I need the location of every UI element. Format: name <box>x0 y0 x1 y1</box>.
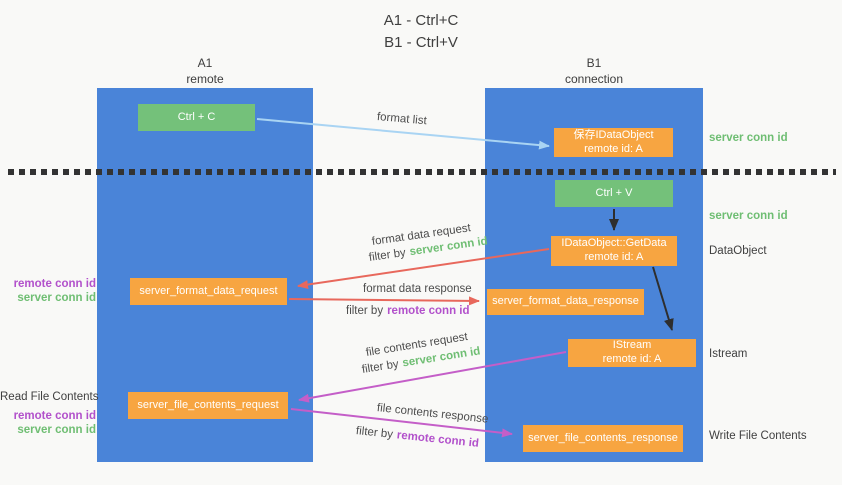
file-contents-response-annotation: file contents response <box>376 402 489 426</box>
server-conn-id-label-mid-right: server conn id <box>709 210 788 222</box>
server-format-data-request-box: server_format_data_request <box>130 278 287 305</box>
dataobject-label: DataObject <box>709 245 767 257</box>
column-a1-name: A1 <box>197 56 213 70</box>
save-idataobject-line1: 保存IDataObject <box>573 128 654 141</box>
session-divider-dotted-line <box>8 169 836 175</box>
format-data-response-annotation: format data response <box>363 283 472 295</box>
column-b1-role: connection <box>564 71 624 86</box>
column-header-a1: A1 remote <box>97 56 313 87</box>
server-conn-id-label-left-2: server conn id <box>17 424 96 436</box>
filter-by-text: filter by <box>355 425 394 441</box>
istream-box: IStream remote id: A <box>568 339 696 367</box>
filter-by-text: filter by <box>346 305 384 317</box>
remote-conn-id-label-left-1: remote conn id <box>13 278 96 290</box>
server-format-data-request-label: server_format_data_request <box>139 284 278 297</box>
title-line-2: B1 - Ctrl+V <box>384 33 458 51</box>
getdata-line1: IDataObject::GetData <box>561 237 667 250</box>
ctrl-v-label: Ctrl + V <box>595 186 633 199</box>
server-file-contents-request-box: server_file_contents_request <box>128 392 288 419</box>
diagram-title: A1 - Ctrl+C B1 - Ctrl+V <box>0 10 842 54</box>
ctrl-c-box: Ctrl + C <box>138 104 255 131</box>
format-list-annotation: format list <box>376 111 428 128</box>
istream-line1: IStream <box>612 339 652 352</box>
column-header-b1: B1 connection <box>485 56 703 87</box>
write-file-contents-label: Write File Contents <box>709 430 807 442</box>
filter-by-text: filter by <box>361 358 400 376</box>
column-b1-name: B1 <box>586 56 602 70</box>
remote-conn-id-highlight: remote conn id <box>396 429 480 450</box>
idataobject-getdata-box: IDataObject::GetData remote id: A <box>551 236 677 266</box>
server-file-contents-request-label: server_file_contents_request <box>137 398 279 411</box>
ctrl-v-box: Ctrl + V <box>555 180 673 207</box>
format-data-response-arrow <box>288 296 480 306</box>
server-format-data-response-label: server_format_data_response <box>492 295 639 308</box>
title-line-1: A1 - Ctrl+C <box>383 12 459 29</box>
remote-conn-id-highlight: remote conn id <box>387 305 470 317</box>
remote-conn-id-label-left-2: remote conn id <box>13 410 96 422</box>
istream-line2: remote id: A <box>602 353 662 365</box>
server-file-contents-response-label: server_file_contents_response <box>528 431 678 444</box>
server-conn-id-label-top-right: server conn id <box>709 132 788 144</box>
save-idataobject-box: 保存IDataObject remote id: A <box>554 128 673 157</box>
column-a1-role: remote <box>186 71 224 86</box>
server-file-contents-response-box: server_file_contents_response <box>523 425 683 452</box>
ctrl-c-label: Ctrl + C <box>177 110 216 123</box>
server-conn-id-label-left-1: server conn id <box>17 292 96 304</box>
save-idataobject-line2: remote id: A <box>584 142 643 155</box>
filter-by-text: filter by <box>368 246 407 264</box>
server-format-data-response-box: server_format_data_response <box>487 289 644 315</box>
read-file-contents-label: Read File Contents <box>0 391 99 403</box>
getdata-line2: remote id: A <box>584 251 644 263</box>
istream-side-label: Istream <box>709 348 748 360</box>
